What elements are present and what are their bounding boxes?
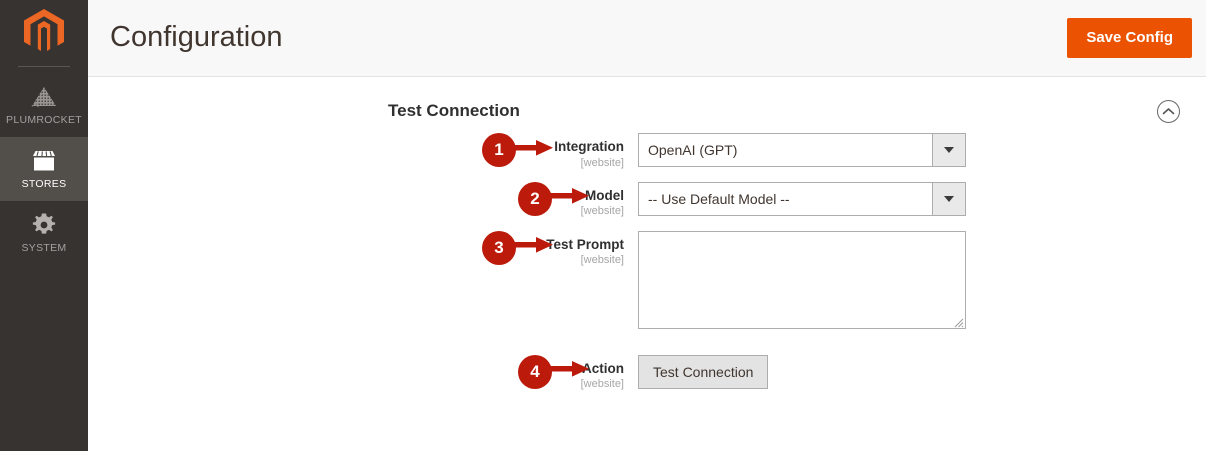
test-connection-button[interactable]: Test Connection xyxy=(638,354,769,389)
save-config-button[interactable]: Save Config xyxy=(1067,17,1192,59)
field-row-test-prompt: 3 Test Prompt [website] xyxy=(88,230,1206,329)
page-title: Configuration xyxy=(110,21,283,54)
section-title: Test Connection xyxy=(388,101,520,120)
annotation-step-2: 2 xyxy=(518,181,590,216)
field-label: Integration xyxy=(554,139,624,154)
field-row-model: 2 Model [website] xyxy=(88,181,1206,219)
field-label: Test Prompt xyxy=(546,236,624,252)
field-label: Model xyxy=(585,187,624,203)
field-control xyxy=(638,230,966,329)
annotation-arrow-icon xyxy=(548,185,590,212)
annotation-step-4: 4 xyxy=(518,354,590,389)
field-label-group: 3 Test Prompt [website] xyxy=(88,230,638,268)
test-connection-form: 1 Integration [website] xyxy=(88,133,1206,391)
model-select-value: -- Use Default Model -- xyxy=(648,190,790,207)
annotation-arrow-icon xyxy=(512,234,554,261)
sidebar-item-label: PLUMROCKET xyxy=(6,114,82,126)
annotation-step-1: 1 xyxy=(482,133,554,167)
annotation-arrow-icon xyxy=(512,137,554,164)
test-prompt-textarea[interactable] xyxy=(638,230,966,329)
annotation-arrow-icon xyxy=(548,358,590,385)
sidebar-item-plumrocket[interactable]: PLUMROCKET xyxy=(0,73,88,137)
store-icon xyxy=(30,148,58,174)
step-badge: 3 xyxy=(482,230,516,265)
integration-select[interactable]: OpenAI (GPT) xyxy=(638,133,966,167)
chevron-up-icon[interactable] xyxy=(1157,99,1180,123)
step-badge: 2 xyxy=(518,181,552,216)
model-select[interactable]: -- Use Default Model -- xyxy=(638,181,966,216)
section-header: Test Connection xyxy=(88,89,1206,133)
sidebar-item-label: SYSTEM xyxy=(21,242,67,254)
chevron-down-icon xyxy=(932,182,965,215)
plumrocket-mountain-icon xyxy=(29,84,59,110)
magento-logo[interactable] xyxy=(0,0,88,66)
field-scope: [website] xyxy=(580,156,624,169)
field-label-group: 2 Model [website] xyxy=(88,181,638,219)
gear-icon xyxy=(31,212,57,238)
step-badge: 4 xyxy=(518,354,552,389)
annotation-step-3: 3 xyxy=(482,230,554,265)
integration-select-value: OpenAI (GPT) xyxy=(648,142,738,158)
field-label-group: 4 Action [website] xyxy=(88,354,638,392)
sidebar-item-label: STORES xyxy=(21,178,67,190)
field-label-group: 1 Integration [website] xyxy=(88,133,638,170)
field-scope: [website] xyxy=(580,254,624,267)
sidebar-divider xyxy=(18,66,70,67)
field-control: Test Connection xyxy=(638,354,769,389)
field-row-integration: 1 Integration [website] xyxy=(88,133,1206,170)
field-control: OpenAI (GPT) xyxy=(638,133,966,167)
sidebar-item-system[interactable]: SYSTEM xyxy=(0,201,88,265)
field-scope: [website] xyxy=(580,378,624,391)
chevron-down-icon xyxy=(932,134,965,166)
test-connection-section: Test Connection 1 xyxy=(88,77,1206,391)
magento-logo-icon xyxy=(22,8,66,59)
step-badge: 1 xyxy=(482,133,516,167)
field-scope: [website] xyxy=(580,205,624,218)
sidebar-item-stores[interactable]: STORES xyxy=(0,137,88,201)
page-header: Configuration Save Config xyxy=(88,0,1206,77)
main-content: Configuration Save Config Test Connectio… xyxy=(88,0,1206,451)
admin-sidebar: PLUMROCKET STORES xyxy=(0,0,88,451)
field-label: Action xyxy=(582,360,624,376)
field-row-action: 4 Action [website] Test Con xyxy=(88,354,1206,392)
field-control: -- Use Default Model -- xyxy=(638,181,966,216)
